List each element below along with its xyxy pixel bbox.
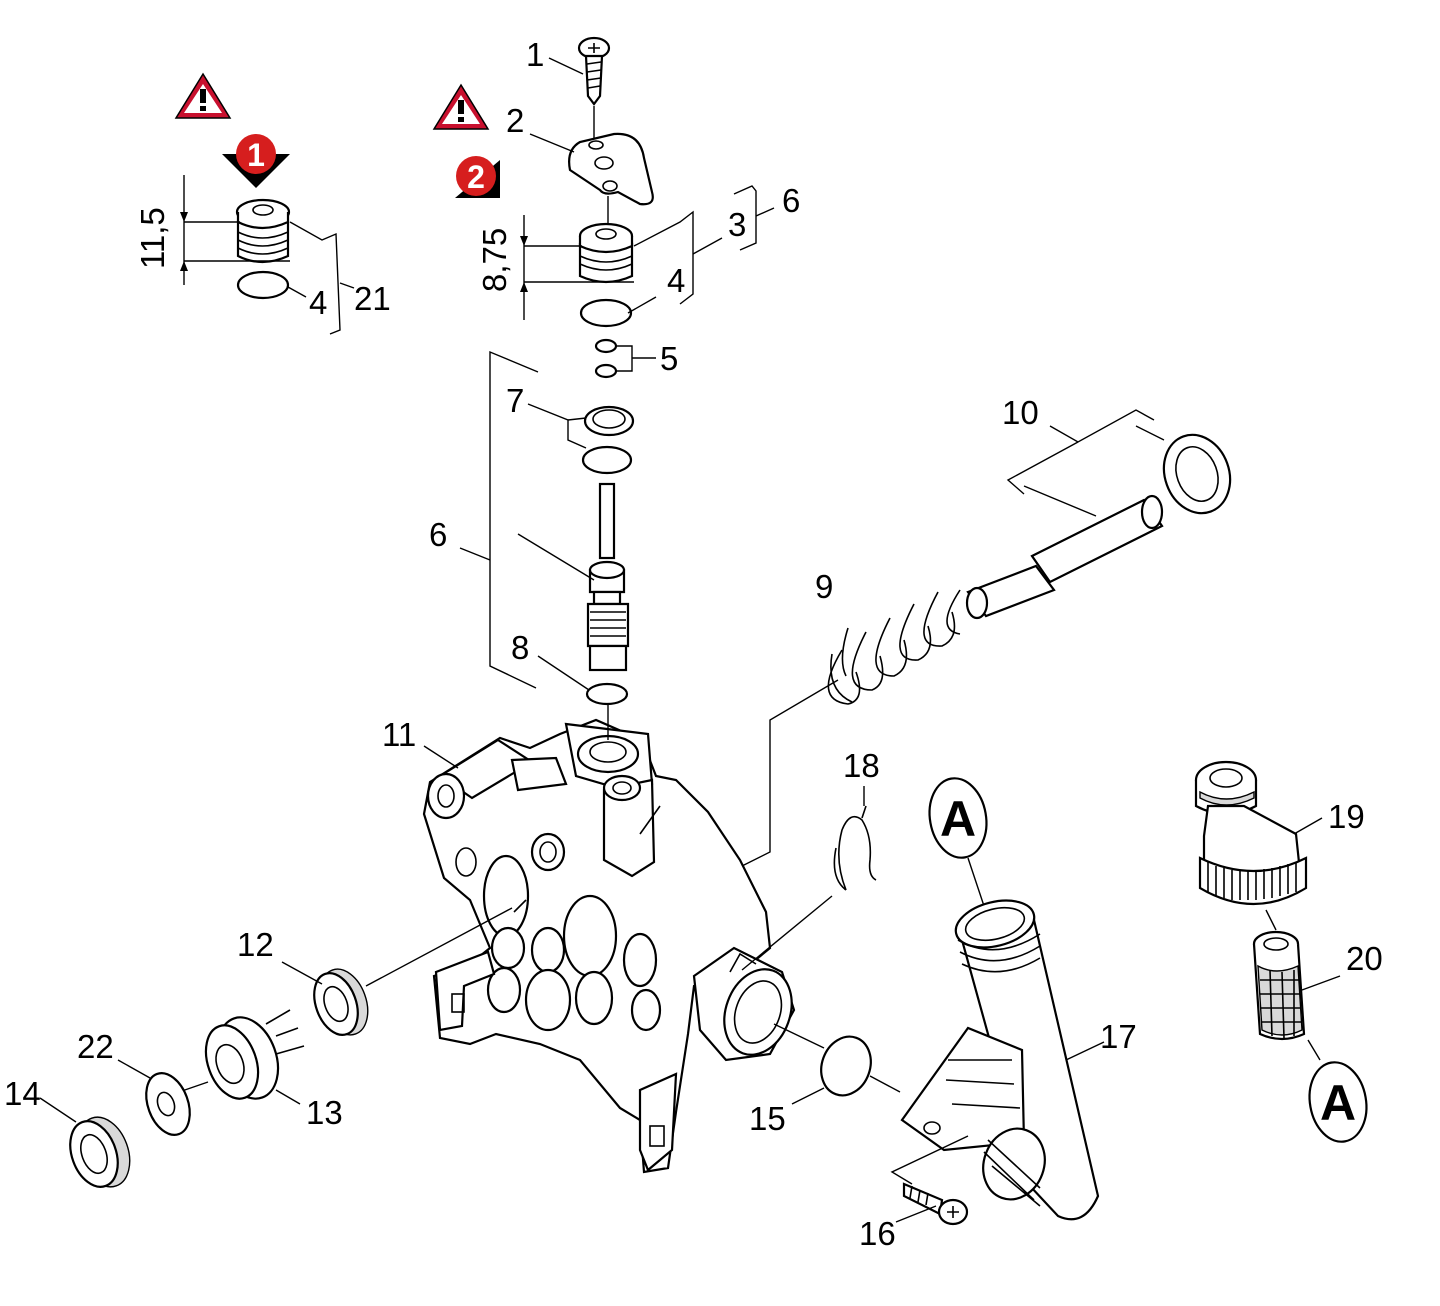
leader-21 [289, 221, 341, 335]
valve-plate-2 [568, 132, 654, 206]
callout-4-left: 4 [309, 284, 327, 321]
piston-6 [586, 482, 630, 672]
small-ring-5b [594, 363, 618, 379]
pump-housing-11 [422, 718, 796, 1174]
callout-22: 22 [77, 1028, 114, 1065]
callout-2: 2 [506, 102, 524, 139]
spring-9 [827, 589, 961, 705]
seal-holder-13 [204, 1009, 305, 1100]
callout-21: 21 [354, 280, 391, 317]
callout-6-mid: 6 [429, 516, 447, 553]
warning-triangle-icon [432, 83, 490, 130]
callout-4-right: 4 [667, 262, 685, 299]
dimension-text-right: 8,75 [476, 228, 513, 292]
callout-6-top: 6 [782, 182, 800, 219]
washer-22 [145, 1072, 191, 1136]
callout-9: 9 [815, 568, 833, 605]
marker-1-text: 1 [247, 137, 265, 173]
connection-ref-a-left: A [928, 777, 988, 859]
callout-5: 5 [660, 340, 678, 377]
dimension-right [520, 215, 634, 320]
filter-20 [1252, 930, 1306, 1041]
seal-12 [313, 968, 369, 1036]
callout-11: 11 [382, 716, 416, 753]
callout-15: 15 [749, 1100, 786, 1137]
o-ring-15 [820, 1035, 872, 1097]
callout-18: 18 [843, 747, 880, 784]
clip-18 [833, 805, 877, 891]
connection-ref-a-left-text: A [940, 791, 976, 847]
callout-7: 7 [506, 382, 524, 419]
pin-10 [965, 494, 1164, 620]
dimension-text-left: 11,5 [134, 207, 171, 269]
o-ring-8 [585, 682, 629, 706]
o-ring-4 [579, 298, 633, 328]
callout-14: 14 [4, 1075, 41, 1112]
outlet-fitting-17 [900, 899, 1100, 1221]
numbered-arrow-marker-icon: 1 [222, 134, 290, 188]
connection-ref-a-right: A [1308, 1061, 1368, 1143]
connection-ref-a-right-text: A [1320, 1075, 1356, 1131]
valve-3 [578, 222, 634, 284]
o-ring-7 [581, 445, 633, 475]
screw-1 [577, 36, 611, 106]
leader-10 [1006, 409, 1165, 517]
seal-14 [69, 1116, 131, 1188]
ring-7 [583, 405, 635, 437]
coupling-19 [1194, 760, 1308, 905]
callout-16: 16 [859, 1215, 896, 1252]
callout-19: 19 [1328, 798, 1365, 835]
dimension-left [180, 175, 290, 285]
valve-assembly-left [235, 198, 291, 264]
callout-17: 17 [1100, 1018, 1137, 1055]
bracket-6-left [489, 350, 539, 689]
callout-8: 8 [511, 629, 529, 666]
numbered-arrow-marker-icon: 2 [455, 156, 500, 198]
screw-16 [902, 1182, 969, 1226]
callout-13: 13 [306, 1094, 343, 1131]
o-ring-left [236, 270, 290, 300]
callout-10: 10 [1002, 394, 1039, 431]
callout-1: 1 [526, 36, 544, 73]
callout-12: 12 [237, 926, 274, 963]
retaining-ring-10 [1162, 433, 1232, 515]
callout-20: 20 [1346, 940, 1383, 977]
callout-3: 3 [728, 206, 746, 243]
marker-2-text: 2 [467, 159, 485, 195]
warning-triangle-icon [174, 72, 232, 119]
small-ring-5a [594, 338, 618, 354]
bracket-3-4 [633, 210, 694, 305]
